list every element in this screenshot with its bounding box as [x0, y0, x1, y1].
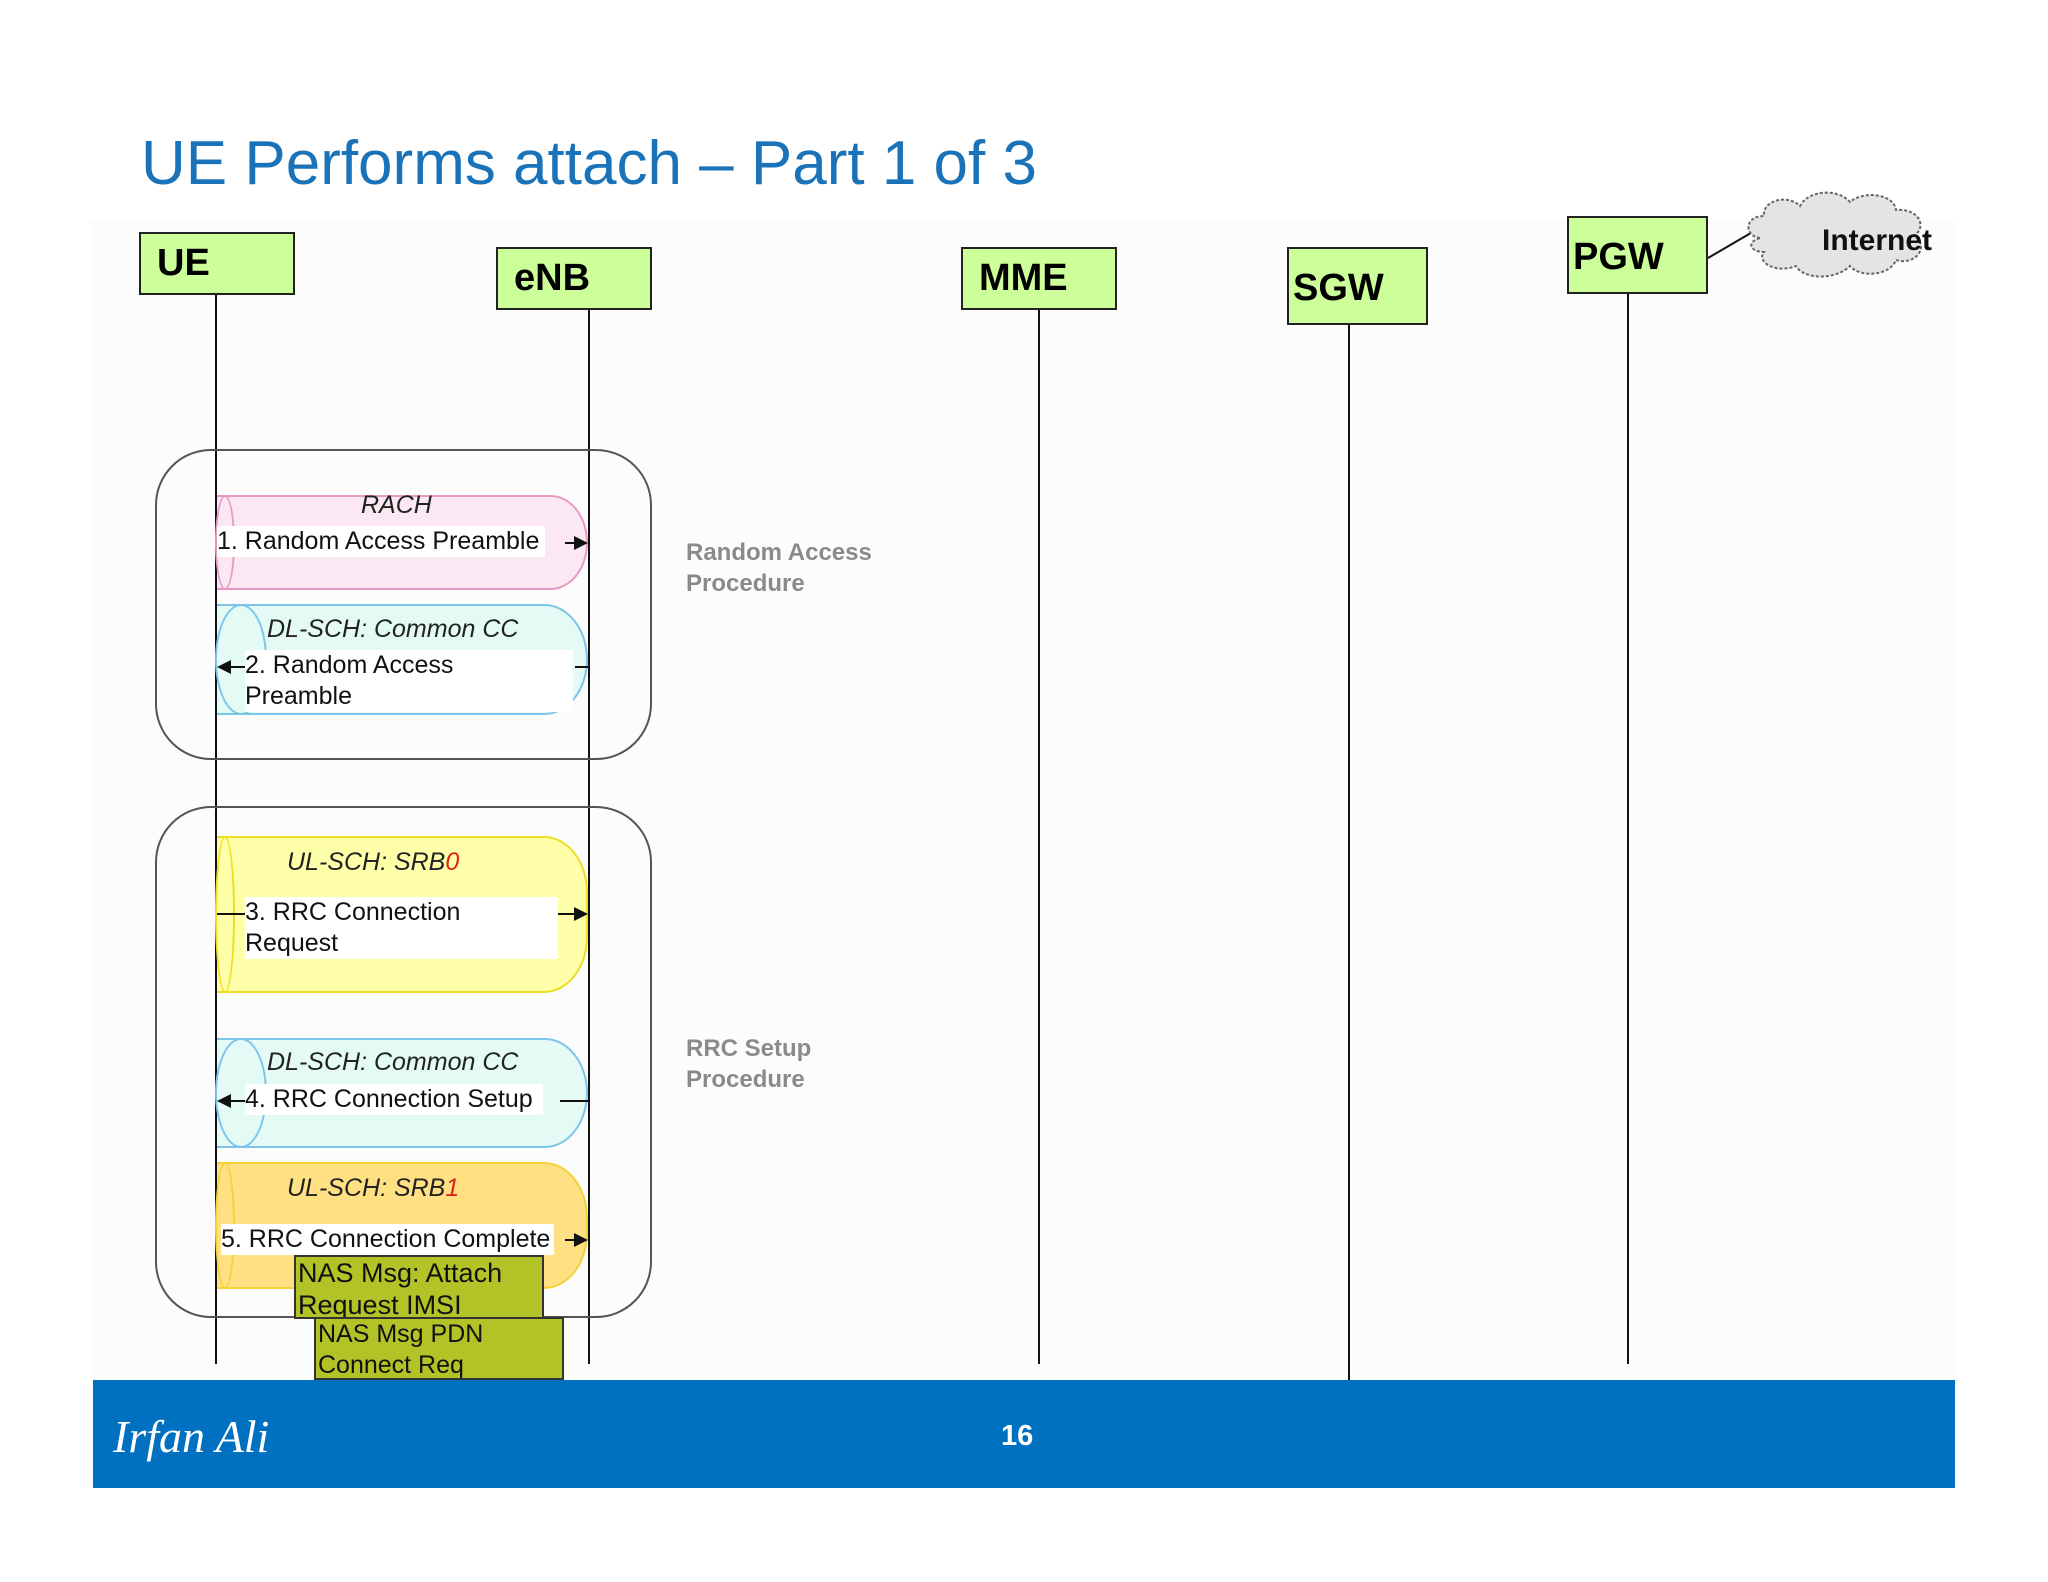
srb0-channel-label: UL-SCH: SRB0 [287, 848, 460, 876]
ue-node: UE [139, 232, 295, 295]
msg-1-arrow [565, 542, 575, 544]
msg-3-arrow [558, 913, 575, 915]
msg-2-arrowhead [217, 660, 231, 674]
pgw-lifeline [1627, 294, 1629, 1364]
msg-4-rrc-connection-setup: 4. RRC Connection Setup [245, 1084, 543, 1115]
enb-label: eNB [514, 257, 591, 299]
msg-2-arrow [228, 666, 245, 668]
random-access-procedure-group [155, 449, 652, 760]
msg-4-arrow-tail [560, 1100, 588, 1102]
msg-5-rrc-connection-complete: 5. RRC Connection Complete [221, 1224, 555, 1255]
srb1-channel-label: UL-SCH: SRB1 [287, 1174, 460, 1202]
msg-3-arrowhead [574, 907, 588, 921]
msg-5-arrow [565, 1239, 575, 1241]
footer-bar: Irfan Ali 16 [93, 1380, 1955, 1488]
sgw-label: SGW [1293, 267, 1384, 309]
internet-label: Internet [1822, 224, 1932, 257]
rach-channel-label: RACH [361, 491, 432, 519]
ue-label: UE [157, 242, 210, 284]
msg-4-arrowhead [217, 1094, 231, 1108]
pgw-label: PGW [1573, 236, 1664, 278]
random-access-procedure-label: Random Access Procedure [686, 539, 872, 597]
internet-cloud-icon: Internet [1707, 191, 1932, 278]
ue-lifeline [215, 294, 217, 1364]
msg-1-arrowhead [574, 536, 588, 550]
dlsch-channel-label-1: DL-SCH: Common CC [267, 615, 519, 643]
msg-3-arrow-tail [217, 913, 245, 915]
mme-lifeline [1038, 310, 1040, 1364]
mme-node: MME [961, 247, 1117, 310]
page-number: 16 [1001, 1420, 1034, 1452]
rrc-setup-procedure-label: RRC Setup Procedure [686, 1035, 812, 1093]
msg-2-random-access-preamble: 2. Random Access Preamble [245, 650, 573, 712]
enb-lifeline [588, 310, 590, 1364]
msg-5-arrowhead [574, 1233, 588, 1247]
msg-1-random-access-preamble: 1. Random Access Preamble [217, 526, 546, 557]
msg-2-arrow-tail [575, 666, 588, 668]
sgw-node: SGW [1287, 247, 1428, 325]
enb-node: eNB [496, 247, 652, 310]
slide-title: UE Performs attach – Part 1 of 3 [141, 129, 1037, 198]
nas-pdn-connect-req-box: NAS Msg PDN Connect Req [314, 1317, 564, 1380]
author-name: Irfan Ali [113, 1411, 270, 1462]
mme-label: MME [979, 257, 1068, 299]
pgw-node: PGW [1567, 216, 1708, 294]
nas-attach-request-box: NAS Msg: Attach Request IMSI [294, 1255, 544, 1319]
msg-4-arrow [228, 1100, 245, 1102]
sgw-lifeline [1348, 325, 1350, 1380]
msg-3-rrc-connection-request: 3. RRC Connection Request [245, 897, 558, 959]
dlsch-channel-label-2: DL-SCH: Common CC [267, 1048, 519, 1076]
